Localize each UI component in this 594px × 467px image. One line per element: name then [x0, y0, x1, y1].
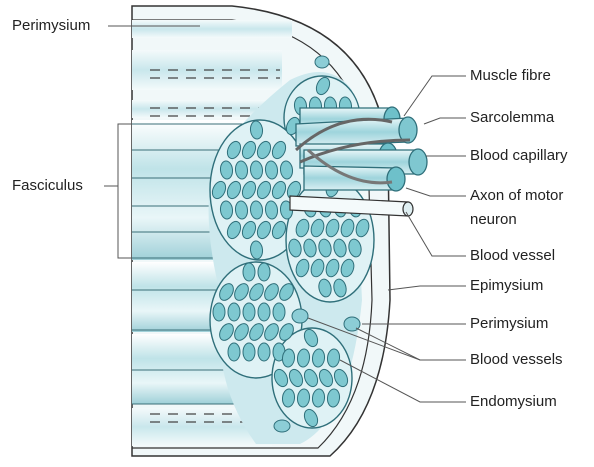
muscle-fibre-cross-section	[258, 263, 270, 281]
label-muscle-fibre: Muscle fibre	[470, 66, 551, 85]
label-axon-line1: Axon of motor	[470, 186, 563, 205]
label-perimysium-right: Perimysium	[470, 314, 548, 333]
label-perimysium-top: Perimysium	[12, 16, 90, 35]
blood-vessel-small	[274, 420, 290, 432]
label-endomysium: Endomysium	[470, 392, 557, 411]
label-blood-vessels: Blood vessels	[470, 350, 563, 369]
label-epimysium: Epimysium	[470, 276, 543, 295]
muscle-fibre-cross-section	[258, 343, 270, 361]
muscle-fibre-cross-section	[243, 343, 255, 361]
label-blood-capillary: Blood capillary	[470, 146, 568, 165]
blood-vessel-small	[315, 56, 329, 68]
label-sarcolemma: Sarcolemma	[470, 108, 554, 127]
muscle-fibre-cross-section	[228, 343, 240, 361]
muscle-fibre-cross-section	[243, 303, 255, 321]
label-fasciculus: Fasciculus	[12, 176, 83, 195]
label-blood-vessel: Blood vessel	[470, 246, 555, 265]
blood-vessel-small	[292, 309, 308, 323]
label-axon-line2: neuron	[470, 210, 517, 229]
muscle-fibre-cross-section	[258, 303, 270, 321]
muscle-fibre-cross-section	[213, 303, 225, 321]
muscle-fibre-cross-section	[228, 303, 240, 321]
muscle-fibre-cross-section	[273, 303, 285, 321]
muscle-fibre-cross-section	[243, 263, 255, 281]
